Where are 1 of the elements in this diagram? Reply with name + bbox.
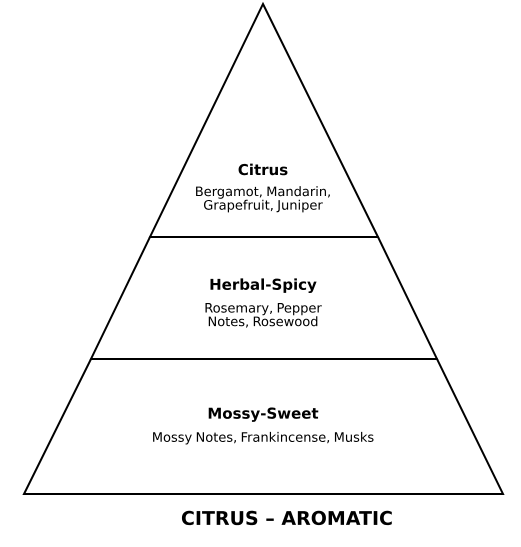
title: CITRUS – AROMATIC bbox=[182, 510, 392, 526]
